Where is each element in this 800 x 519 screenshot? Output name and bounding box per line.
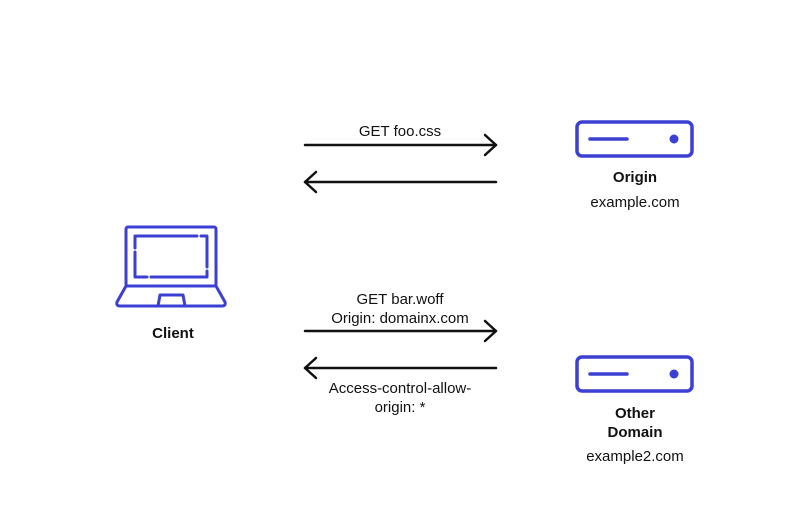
server-chassis	[575, 120, 694, 158]
same-origin-request-label: GET foo.css	[358, 123, 442, 140]
server-chassis	[575, 355, 694, 393]
laptop-touchpad	[156, 293, 187, 308]
laptop-icon	[115, 225, 227, 308]
server-icon	[575, 120, 694, 158]
other-host: example2.com	[586, 448, 684, 465]
other-name-line2: Domain	[607, 424, 663, 441]
client-label: Client	[152, 325, 194, 342]
cross-origin-response-line2: origin: *	[374, 399, 426, 416]
arrow-response-other	[303, 356, 498, 380]
cross-origin-response-line1: Access-control-allow-	[328, 380, 472, 397]
origin-host: example.com	[590, 194, 680, 211]
arrow-request-other	[303, 319, 498, 343]
server-status-light	[669, 134, 679, 144]
laptop-screen-inner	[133, 234, 209, 279]
laptop-base	[115, 284, 227, 308]
cross-origin-request-line2: Origin: domainx.com	[331, 310, 469, 327]
arrow-response-origin	[303, 170, 498, 194]
arrow-request-origin	[303, 133, 498, 157]
origin-name: Origin	[612, 169, 658, 186]
laptop-screen-frame	[124, 225, 218, 288]
server-status-light	[669, 369, 679, 379]
server-icon	[575, 355, 694, 393]
cross-origin-request-line1: GET bar.woff	[356, 291, 444, 308]
other-name-line1: Other	[614, 405, 655, 422]
